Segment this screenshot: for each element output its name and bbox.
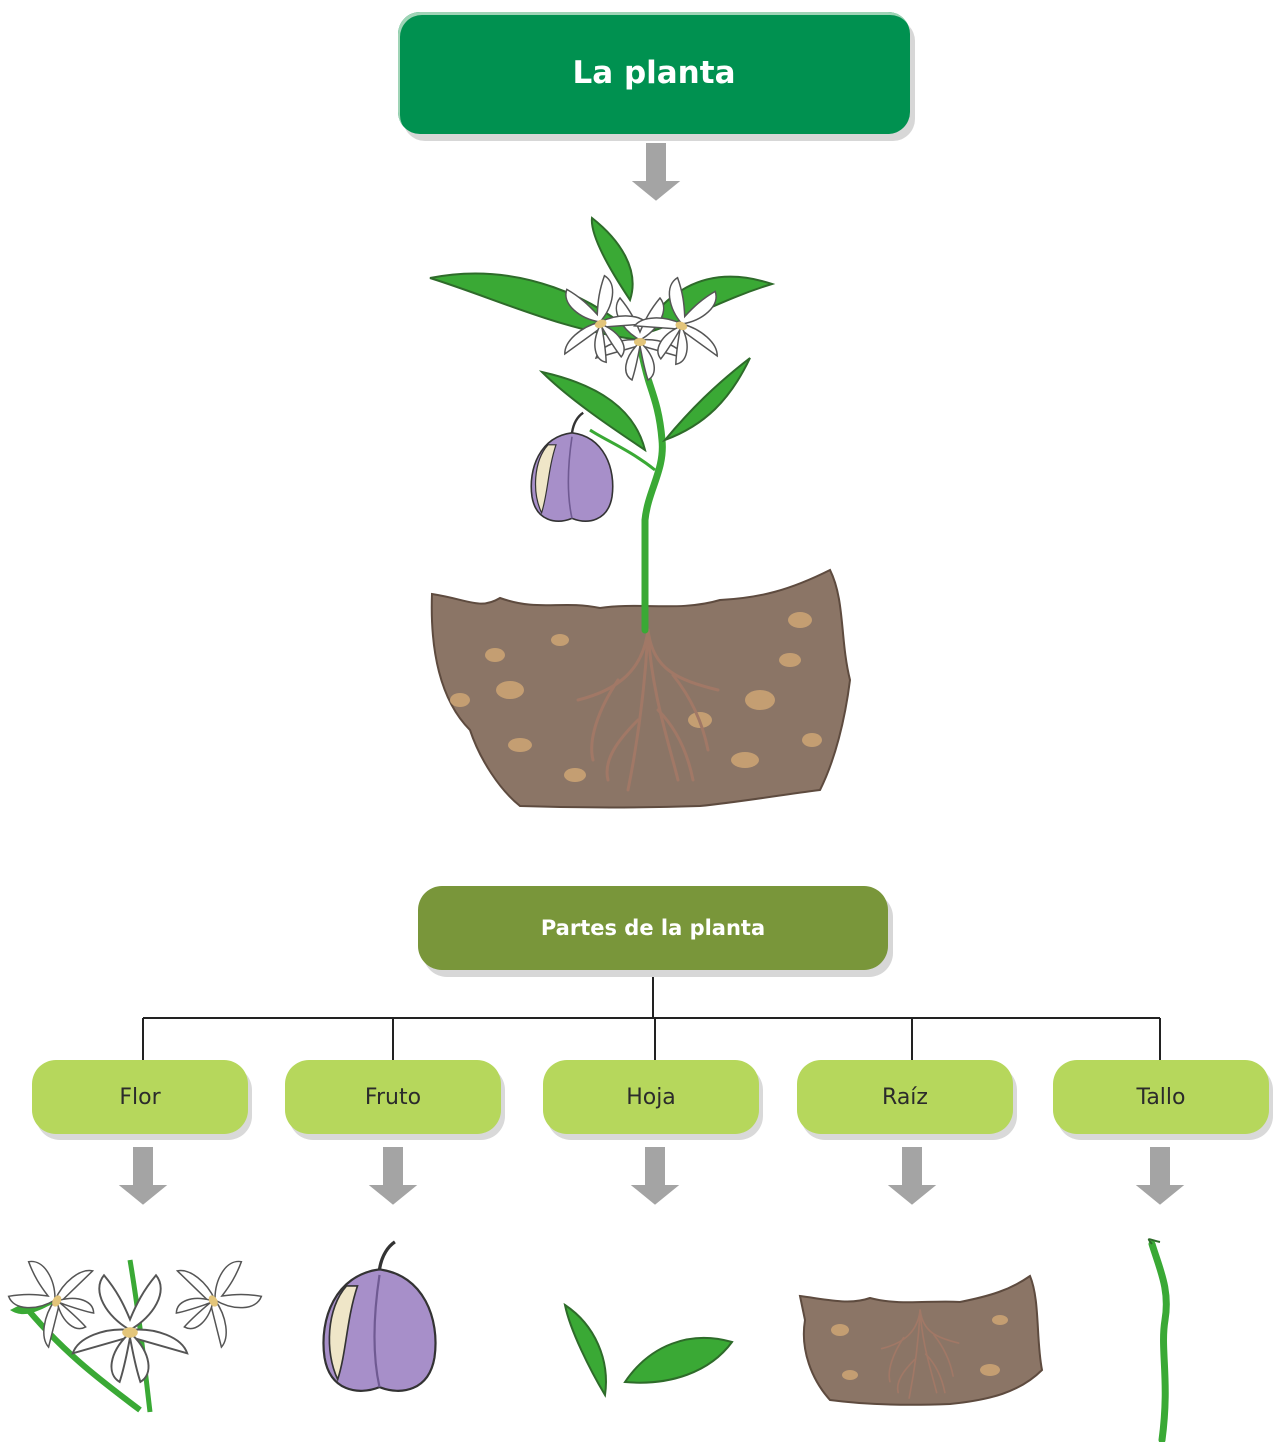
title-box: La planta bbox=[398, 12, 910, 134]
fruit bbox=[531, 413, 612, 521]
part-box-tallo: Tallo bbox=[1053, 1060, 1269, 1134]
stem bbox=[640, 345, 662, 630]
part-label: Tallo bbox=[1137, 1085, 1186, 1110]
flower-illustration bbox=[0, 1241, 273, 1412]
part-box-hoja: Hoja bbox=[543, 1060, 759, 1134]
leaf-illustration bbox=[565, 1305, 732, 1395]
leaf bbox=[665, 358, 750, 440]
arrow-down-tallo bbox=[1133, 1146, 1187, 1206]
part-label: Flor bbox=[119, 1085, 160, 1110]
arrow-down-fruto bbox=[366, 1146, 420, 1206]
plant-illustration bbox=[430, 218, 850, 808]
arrow-down-title bbox=[629, 142, 683, 202]
part-box-fruto: Fruto bbox=[285, 1060, 501, 1134]
arrow-down-flor bbox=[116, 1146, 170, 1206]
soil bbox=[432, 570, 850, 808]
subtitle-box: Partes de la planta bbox=[418, 886, 888, 970]
flower bbox=[73, 1275, 187, 1382]
arrow-down-hoja bbox=[628, 1146, 682, 1206]
part-label: Hoja bbox=[626, 1085, 676, 1110]
arrow-down-raiz bbox=[885, 1146, 939, 1206]
fruit-illustration bbox=[323, 1242, 435, 1391]
part-box-flor: Flor bbox=[32, 1060, 248, 1134]
subtitle-text: Partes de la planta bbox=[541, 916, 765, 940]
part-box-raiz: Raíz bbox=[797, 1060, 1013, 1134]
title-text: La planta bbox=[572, 55, 735, 91]
part-label: Raíz bbox=[882, 1085, 928, 1110]
stem-illustration bbox=[1149, 1239, 1167, 1440]
part-label: Fruto bbox=[365, 1085, 421, 1110]
connector-lines bbox=[143, 970, 1160, 1060]
root-illustration bbox=[800, 1276, 1042, 1405]
